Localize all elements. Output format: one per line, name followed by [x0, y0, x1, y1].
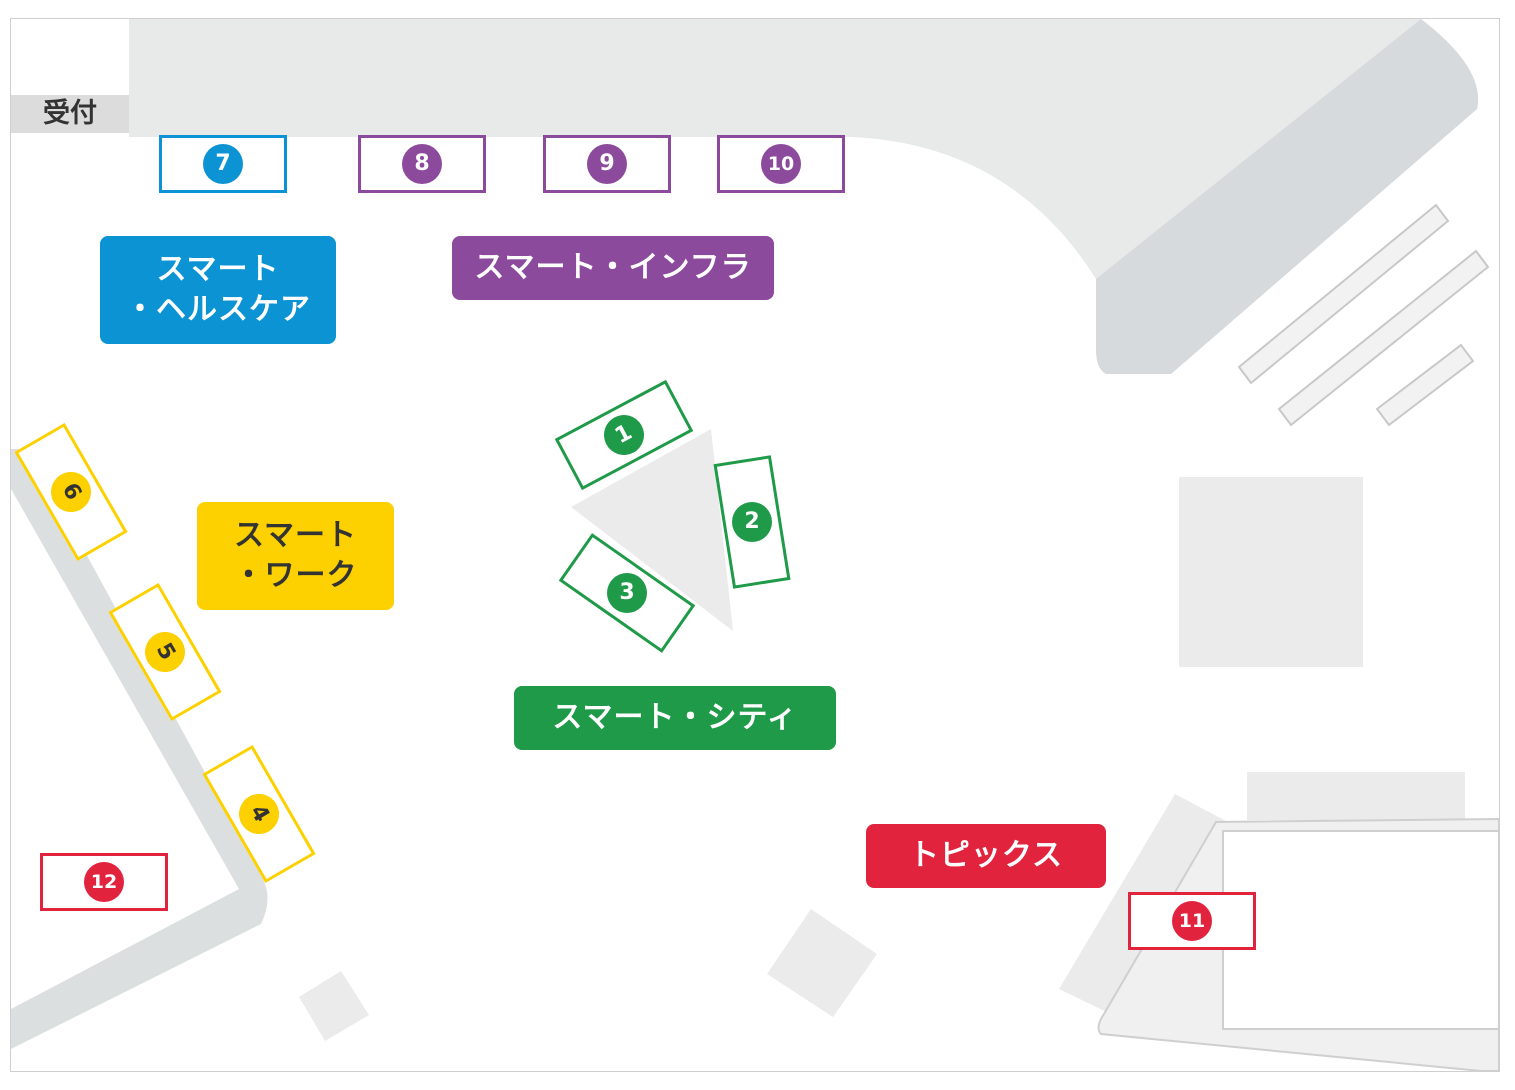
left-road: [11, 449, 268, 1049]
booth-number-badge: 8: [402, 144, 442, 184]
zone-label-smart-work[interactable]: スマート ・ワーク: [197, 502, 394, 610]
venue-map: 受付 スマート ・ヘルスケア スマート・インフラ スマート ・ワーク スマート・…: [10, 18, 1500, 1072]
booth-number-badge: 9: [587, 144, 627, 184]
booth-number-badge: 10: [761, 144, 801, 184]
booth-10[interactable]: 10: [717, 135, 845, 193]
booth-8[interactable]: 8: [358, 135, 486, 193]
parking-strip-1: [1237, 203, 1450, 385]
booth-number-badge: 12: [84, 862, 124, 902]
booth-12[interactable]: 12: [40, 853, 168, 911]
booth-7[interactable]: 7: [159, 135, 287, 193]
booth-11[interactable]: 11: [1128, 892, 1256, 950]
map-background: [11, 19, 1499, 1071]
small-square-1: [299, 971, 369, 1041]
zone-label-smart-infra[interactable]: スマート・インフラ: [452, 236, 774, 300]
right-square-area: [1179, 477, 1363, 667]
parking-strip-2: [1277, 249, 1490, 427]
small-square-2: [767, 909, 877, 1017]
central-triangle: [571, 429, 733, 631]
reception-label: 受付: [11, 95, 129, 133]
booth-number-badge: 11: [1172, 901, 1212, 941]
zone-label-smart-healthcare[interactable]: スマート ・ヘルスケア: [100, 236, 336, 344]
booth-number-badge: 7: [203, 144, 243, 184]
booth-9[interactable]: 9: [543, 135, 671, 193]
zone-label-topics[interactable]: トピックス: [866, 824, 1106, 888]
booth-number-badge: 2: [732, 502, 772, 542]
bottom-right-hall: [1222, 830, 1499, 1030]
booth-number-badge: 3: [607, 573, 647, 613]
upper-right-road: [1096, 19, 1479, 374]
parking-strip-3: [1375, 343, 1475, 427]
bottom-right-block: [1247, 772, 1465, 820]
zone-label-smart-city[interactable]: スマート・シティ: [514, 686, 836, 750]
